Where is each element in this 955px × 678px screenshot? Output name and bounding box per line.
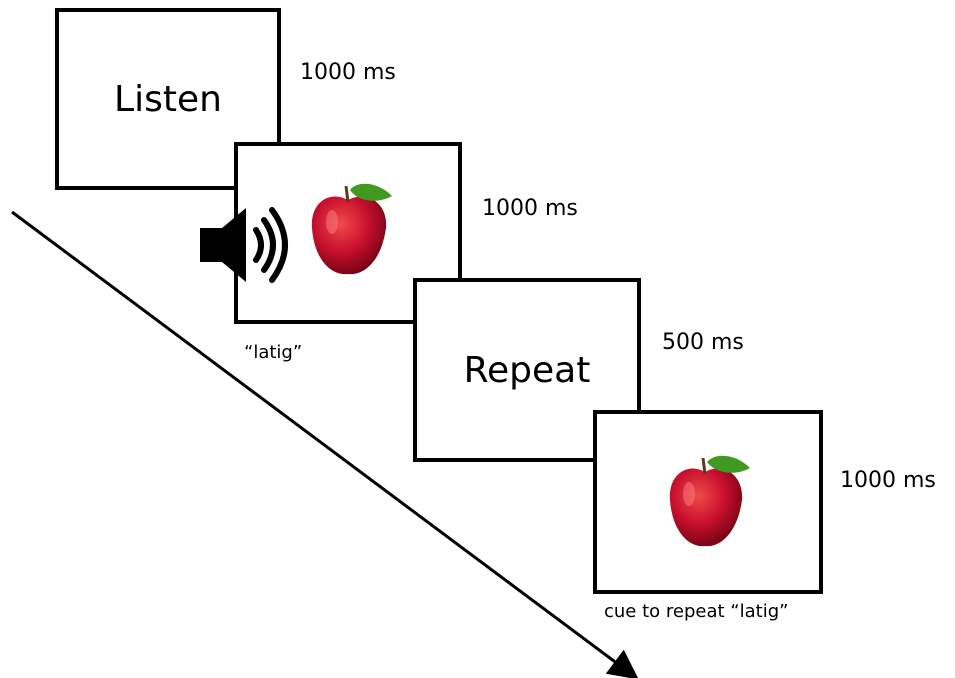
duration-label-2: 1000 ms [482, 196, 578, 221]
cue-caption: cue to repeat “latig” [604, 601, 789, 622]
frame-repeat-text: Repeat [463, 349, 591, 391]
stimulus-caption: “latig” [244, 342, 303, 363]
duration-label-4: 1000 ms [840, 468, 936, 493]
duration-label-1: 1000 ms [300, 60, 396, 85]
frame-listen-text: Listen [114, 78, 222, 120]
duration-label-3: 500 ms [662, 330, 744, 355]
